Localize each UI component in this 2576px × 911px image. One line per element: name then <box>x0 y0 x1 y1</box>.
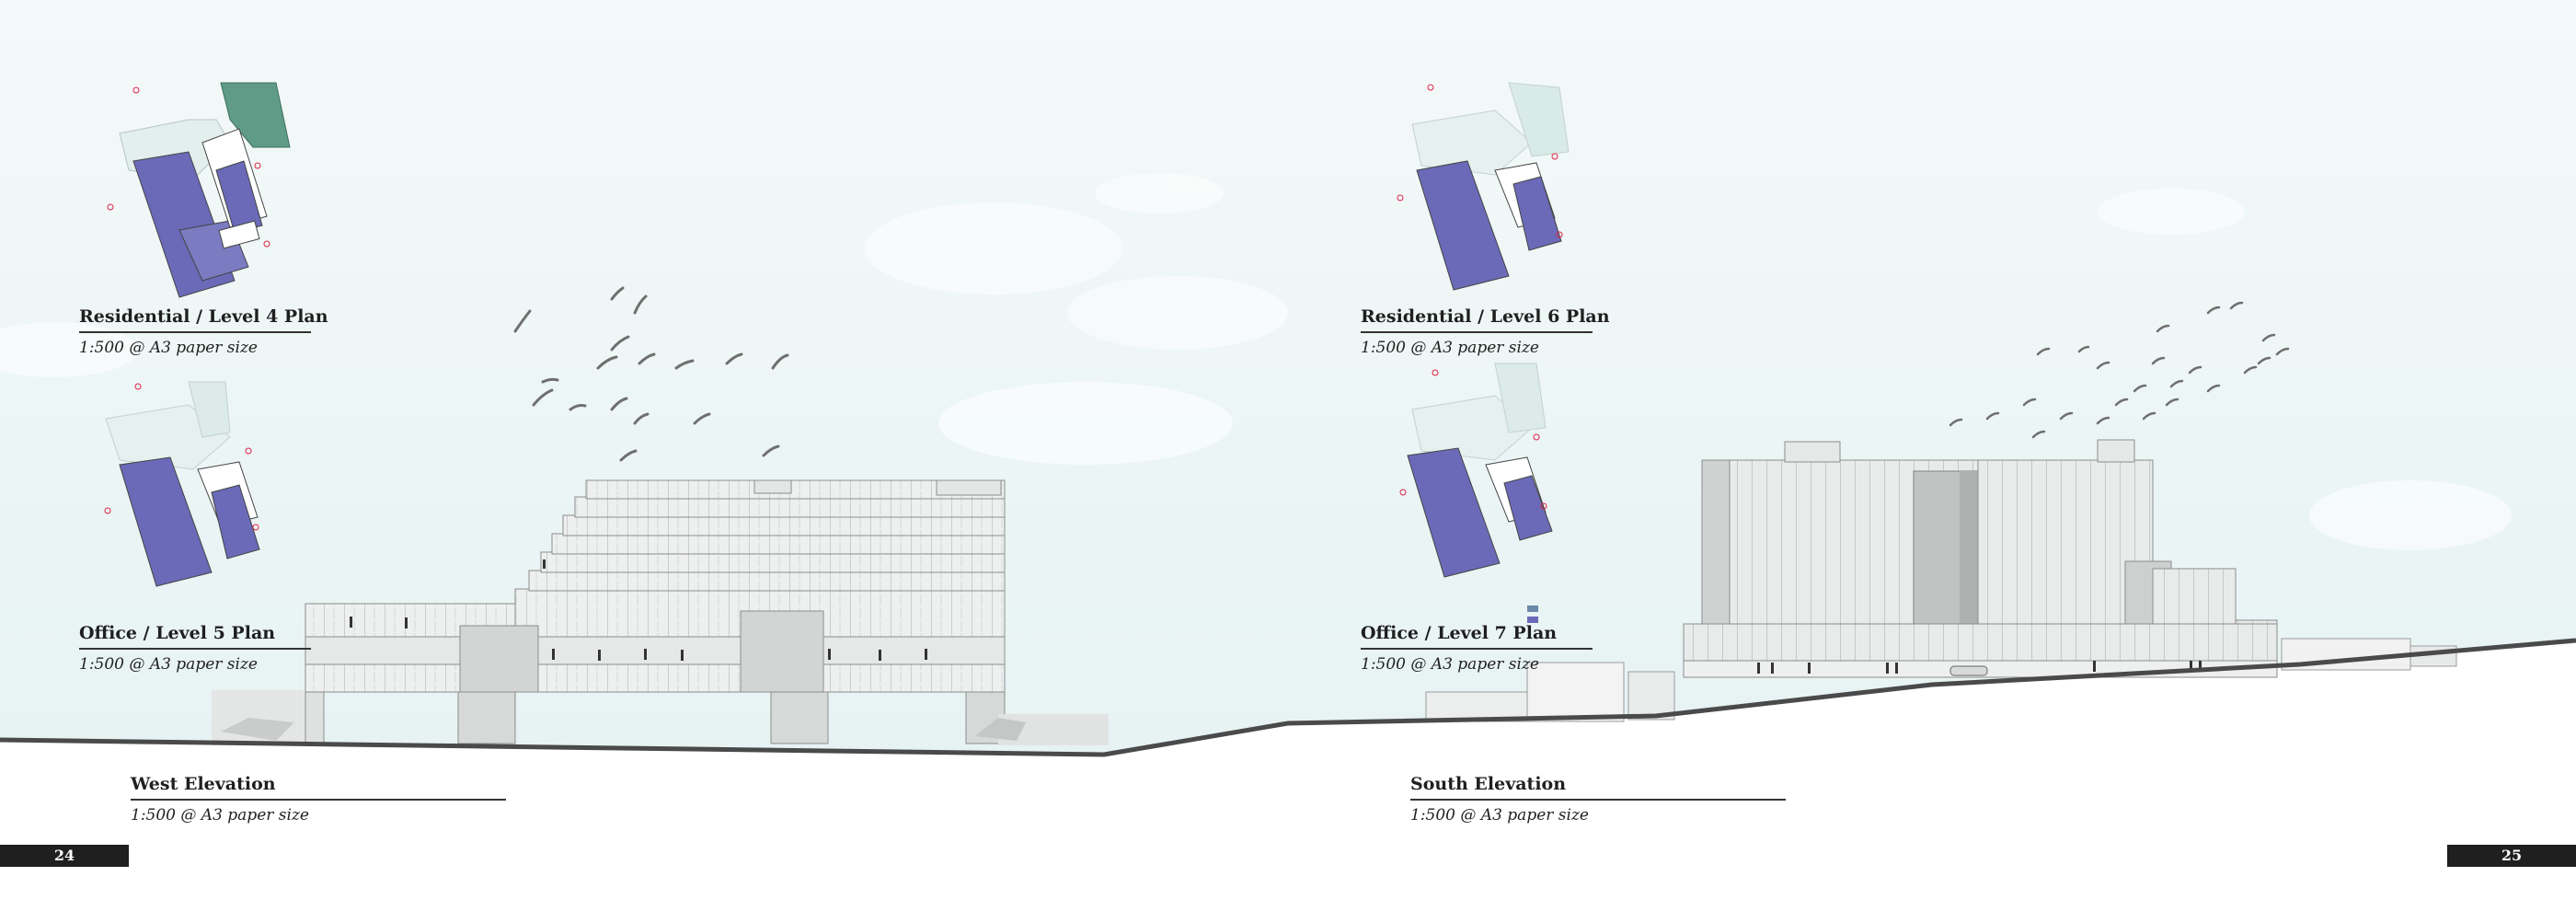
caption-rule <box>1361 648 1593 650</box>
elevation-scale: 1:500 @ A3 paper size <box>1410 805 1589 825</box>
caption-rule <box>79 648 311 650</box>
plan-office-level-7 <box>1399 363 1553 578</box>
caption-rule <box>1361 331 1593 333</box>
plan-title: Office / Level 5 Plan <box>79 623 276 643</box>
caption-rule <box>131 799 506 801</box>
elevation-title: West Elevation <box>131 774 276 794</box>
plan-title: Office / Level 7 Plan <box>1361 623 1558 643</box>
plan-caption-office-level-7: Office / Level 7 Plan 1:500 @ A3 paper s… <box>1361 623 1593 674</box>
bird-flock-right <box>1949 301 2290 439</box>
clouds <box>0 173 2512 550</box>
plan-residential-level-4 <box>107 82 291 298</box>
plan-scale: 1:500 @ A3 paper size <box>79 338 258 357</box>
bird-flock-left <box>513 286 789 462</box>
elevation-title: South Elevation <box>1410 774 1567 794</box>
plan-title: Residential / Level 4 Plan <box>79 306 328 327</box>
caption-rule <box>79 331 311 333</box>
terrain-line <box>0 638 2576 757</box>
west-elevation-building <box>212 479 1109 745</box>
elevation-caption-west: West Elevation 1:500 @ A3 paper size <box>131 774 506 825</box>
plan-caption-residential-level-4: Residential / Level 4 Plan 1:500 @ A3 pa… <box>79 306 328 357</box>
plan-caption-office-level-5: Office / Level 5 Plan 1:500 @ A3 paper s… <box>79 623 311 674</box>
elevation-scale: 1:500 @ A3 paper size <box>131 805 309 825</box>
page-number-right: 25 <box>2447 845 2576 867</box>
ground-fill <box>0 640 2576 911</box>
page-number-left: 24 <box>0 845 129 867</box>
plan-scale: 1:500 @ A3 paper size <box>1361 338 1539 357</box>
plan-scale: 1:500 @ A3 paper size <box>1361 654 1539 674</box>
elevation-caption-south: South Elevation 1:500 @ A3 paper size <box>1410 774 1786 825</box>
plan-caption-residential-level-6: Residential / Level 6 Plan 1:500 @ A3 pa… <box>1361 306 1610 357</box>
caption-rule <box>1410 799 1786 801</box>
plan-scale: 1:500 @ A3 paper size <box>79 654 258 674</box>
plan-legend-swatches <box>1527 605 1538 623</box>
plan-residential-level-6 <box>1397 82 1570 291</box>
plan-office-level-5 <box>104 381 260 587</box>
south-elevation-building <box>1425 439 2457 722</box>
plan-title: Residential / Level 6 Plan <box>1361 306 1610 327</box>
